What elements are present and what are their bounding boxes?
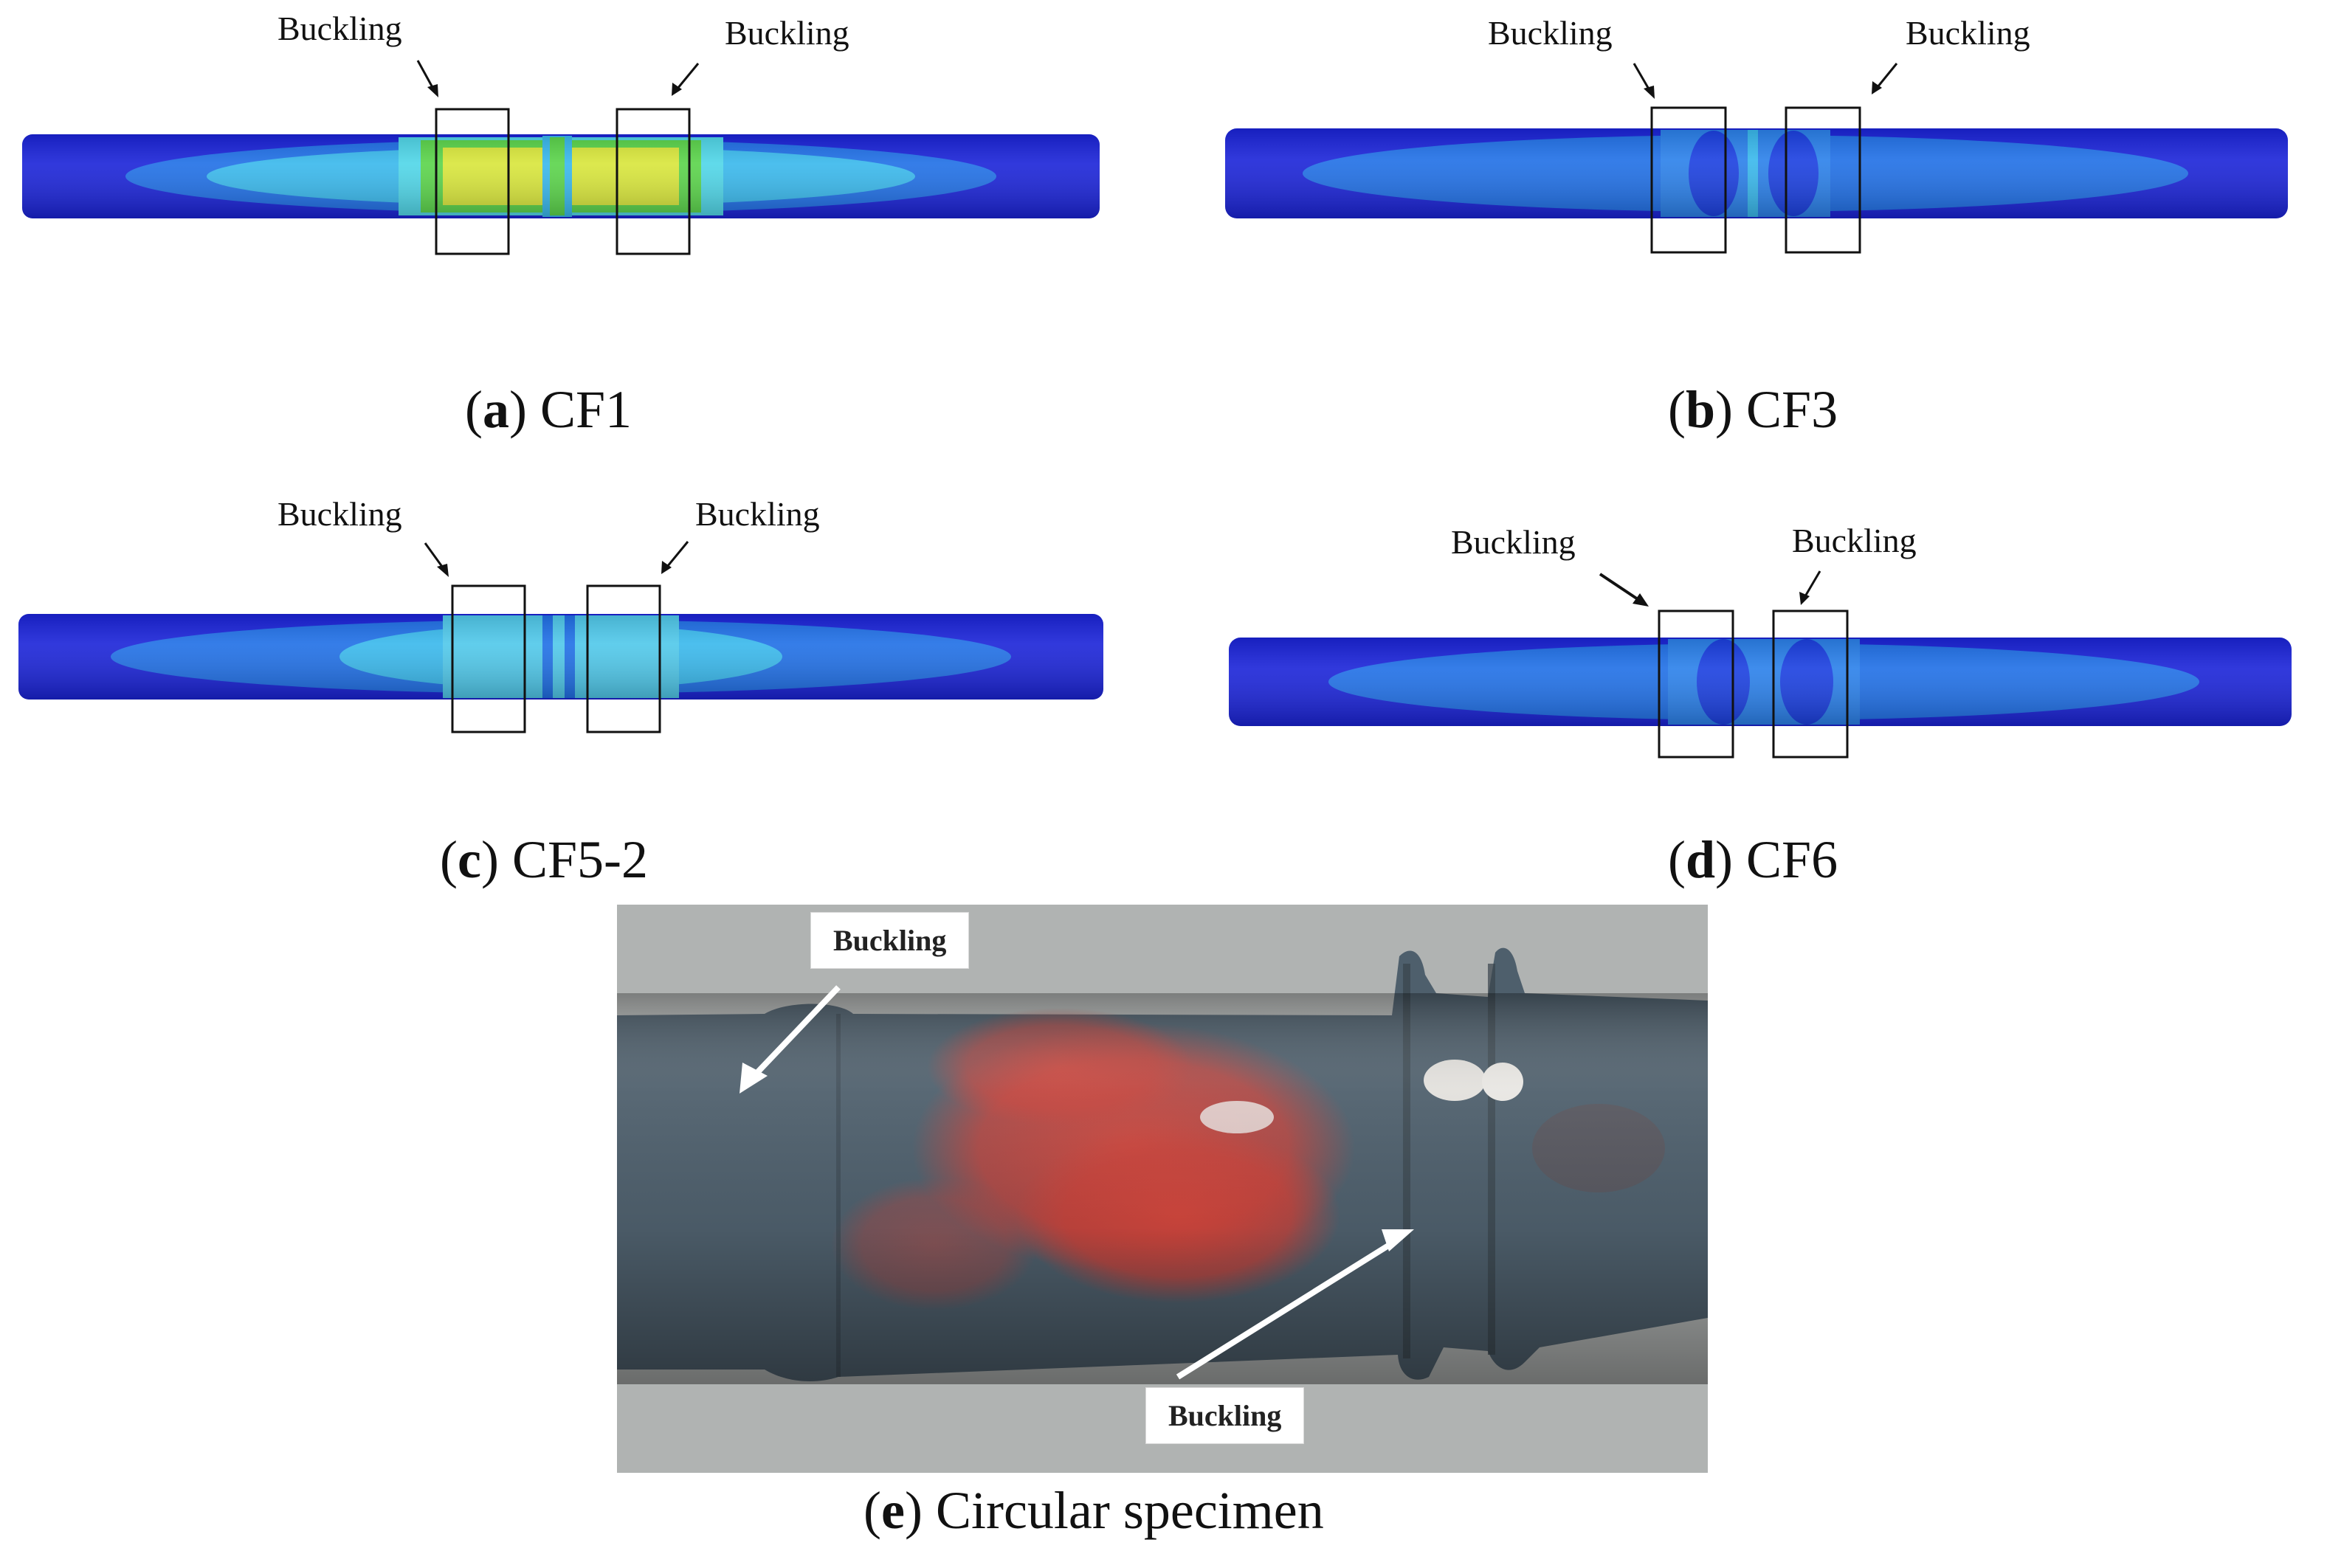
pointer-arrow-right <box>1876 63 1898 88</box>
buckling-box-left <box>1650 106 1727 254</box>
caption-name: CF6 <box>1746 830 1838 889</box>
buckling-label-left: Buckling <box>277 495 402 533</box>
buckling-label-right: Buckling <box>1906 14 2030 52</box>
buckling-label-left: Buckling <box>277 10 402 47</box>
pointer-arrow-right <box>1804 570 1821 597</box>
buckling-label-left: Buckling <box>1451 523 1576 561</box>
caption-letter: e <box>880 1481 905 1540</box>
tube-model-cf5-2 <box>18 541 1103 733</box>
caption-name: CF3 <box>1746 380 1838 439</box>
buckling-box-right <box>1785 106 1861 254</box>
caption-d: (d) CF6 <box>1668 830 1838 889</box>
panel-b: Buckling Buckling (b) CF3 <box>1181 0 2327 457</box>
panel-e: Buckling Buckling <box>617 905 1708 1495</box>
caption-name: CF1 <box>539 380 632 439</box>
buckling-box-right <box>1772 609 1849 759</box>
buckling-label-right: Buckling <box>695 495 820 533</box>
pointer-arrow-left <box>1633 63 1652 92</box>
pointer-arrow-left <box>416 60 435 91</box>
caption-letter: b <box>1685 380 1716 439</box>
buckling-label-right: Buckling <box>1792 522 1917 559</box>
tube-model-cf6 <box>1229 570 2292 759</box>
buckling-box-left <box>435 108 510 255</box>
buckling-label-left: Buckling <box>1488 14 1613 52</box>
pointer-arrow-left <box>1599 573 1641 602</box>
buckling-label-right: Buckling <box>725 14 849 52</box>
pointer-arrow-bottom <box>1176 1237 1400 1380</box>
caption-b: (b) CF3 <box>1668 380 1838 439</box>
panel-d: Buckling Buckling (d) CF6 <box>1181 472 2327 908</box>
pointer-arrow-top <box>749 985 841 1081</box>
panel-c: Buckling Buckling (c) CF5-2 <box>0 472 1151 908</box>
caption-e: (e) Circular specimen <box>863 1481 1324 1540</box>
specimen-photo <box>617 905 1708 1473</box>
buckling-box-left <box>1658 609 1734 759</box>
caption-letter: c <box>457 830 481 889</box>
caption-name: Circular specimen <box>935 1481 1324 1540</box>
caption-name: CF5-2 <box>511 830 648 889</box>
buckling-box-left <box>451 584 526 733</box>
pointer-arrow-right <box>676 63 700 89</box>
panel-a: Buckling Buckling (a) CF1 <box>0 0 1151 457</box>
buckling-box-right <box>616 108 691 255</box>
buckling-label-bottom: Buckling <box>1145 1387 1305 1444</box>
caption-letter: a <box>482 380 509 439</box>
pointer-arrow-right <box>666 541 689 567</box>
tube-model-cf3 <box>1225 63 2288 254</box>
buckling-box-right <box>586 584 661 733</box>
tube-model-cf1 <box>22 60 1100 255</box>
caption-a: (a) CF1 <box>465 380 632 439</box>
caption-c: (c) CF5-2 <box>440 830 648 889</box>
caption-letter: d <box>1685 830 1716 889</box>
pointer-arrow-left <box>424 542 446 570</box>
buckling-label-top: Buckling <box>810 912 970 969</box>
